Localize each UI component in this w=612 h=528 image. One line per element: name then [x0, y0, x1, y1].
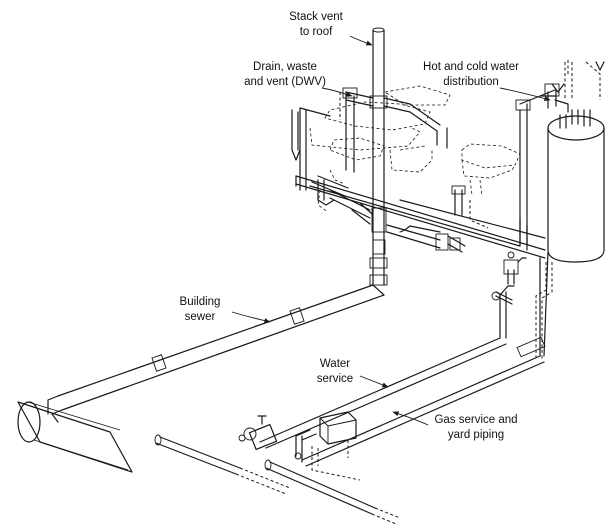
stack-vent-pipe: [372, 27, 385, 201]
label-building-sewer-line2: sewer: [185, 311, 216, 323]
gas-service-piping: [264, 251, 549, 525]
toilet-fixture: [309, 85, 451, 173]
water-meter-valve: [238, 415, 278, 451]
gas-meter: [319, 411, 357, 445]
label-gas-service: Gas service and yard piping: [434, 414, 517, 441]
label-water-service-line1: Water: [320, 358, 350, 370]
label-stack-vent-line2: to roof: [300, 26, 333, 38]
leader-water-service: [359, 375, 389, 388]
water-service-piping: [154, 251, 527, 495]
sink-fixture: [461, 143, 521, 197]
label-gas-service-line2: yard piping: [448, 429, 504, 441]
leader-building-sewer: [231, 311, 271, 324]
label-hot-cold-water: Hot and cold water distribution: [423, 61, 519, 88]
leader-stack-vent: [349, 35, 373, 46]
sewer-main-end: [17, 401, 133, 473]
dwv-piping: [299, 87, 466, 286]
label-stack-vent: Stack vent to roof: [289, 11, 343, 38]
label-stack-vent-line1: Stack vent: [289, 11, 343, 23]
hidden-piping-dashed: [305, 60, 569, 360]
label-dwv: Drain, waste and vent (DWV): [244, 61, 326, 88]
label-gas-service-line1: Gas service and: [434, 414, 517, 426]
leader-hot-cold: [499, 87, 551, 101]
label-dwv-line2: and vent (DWV): [244, 76, 326, 88]
lavatory-fixture: [317, 137, 385, 213]
label-water-service-line2: service: [317, 373, 353, 385]
label-building-sewer-line1: Building: [180, 296, 221, 308]
water-distribution-piping: [291, 83, 560, 259]
label-water-service: Water service: [317, 358, 353, 385]
leader-dwv: [321, 87, 353, 97]
label-building-sewer: Building sewer: [180, 296, 221, 323]
label-dwv-line1: Drain, waste: [253, 61, 317, 73]
label-hot-cold-line1: Hot and cold water: [423, 61, 519, 73]
water-heater: [547, 61, 605, 263]
label-hot-cold-line2: distribution: [443, 76, 499, 88]
leader-gas-service: [392, 411, 429, 426]
building-sewer-pipe: [47, 284, 385, 423]
